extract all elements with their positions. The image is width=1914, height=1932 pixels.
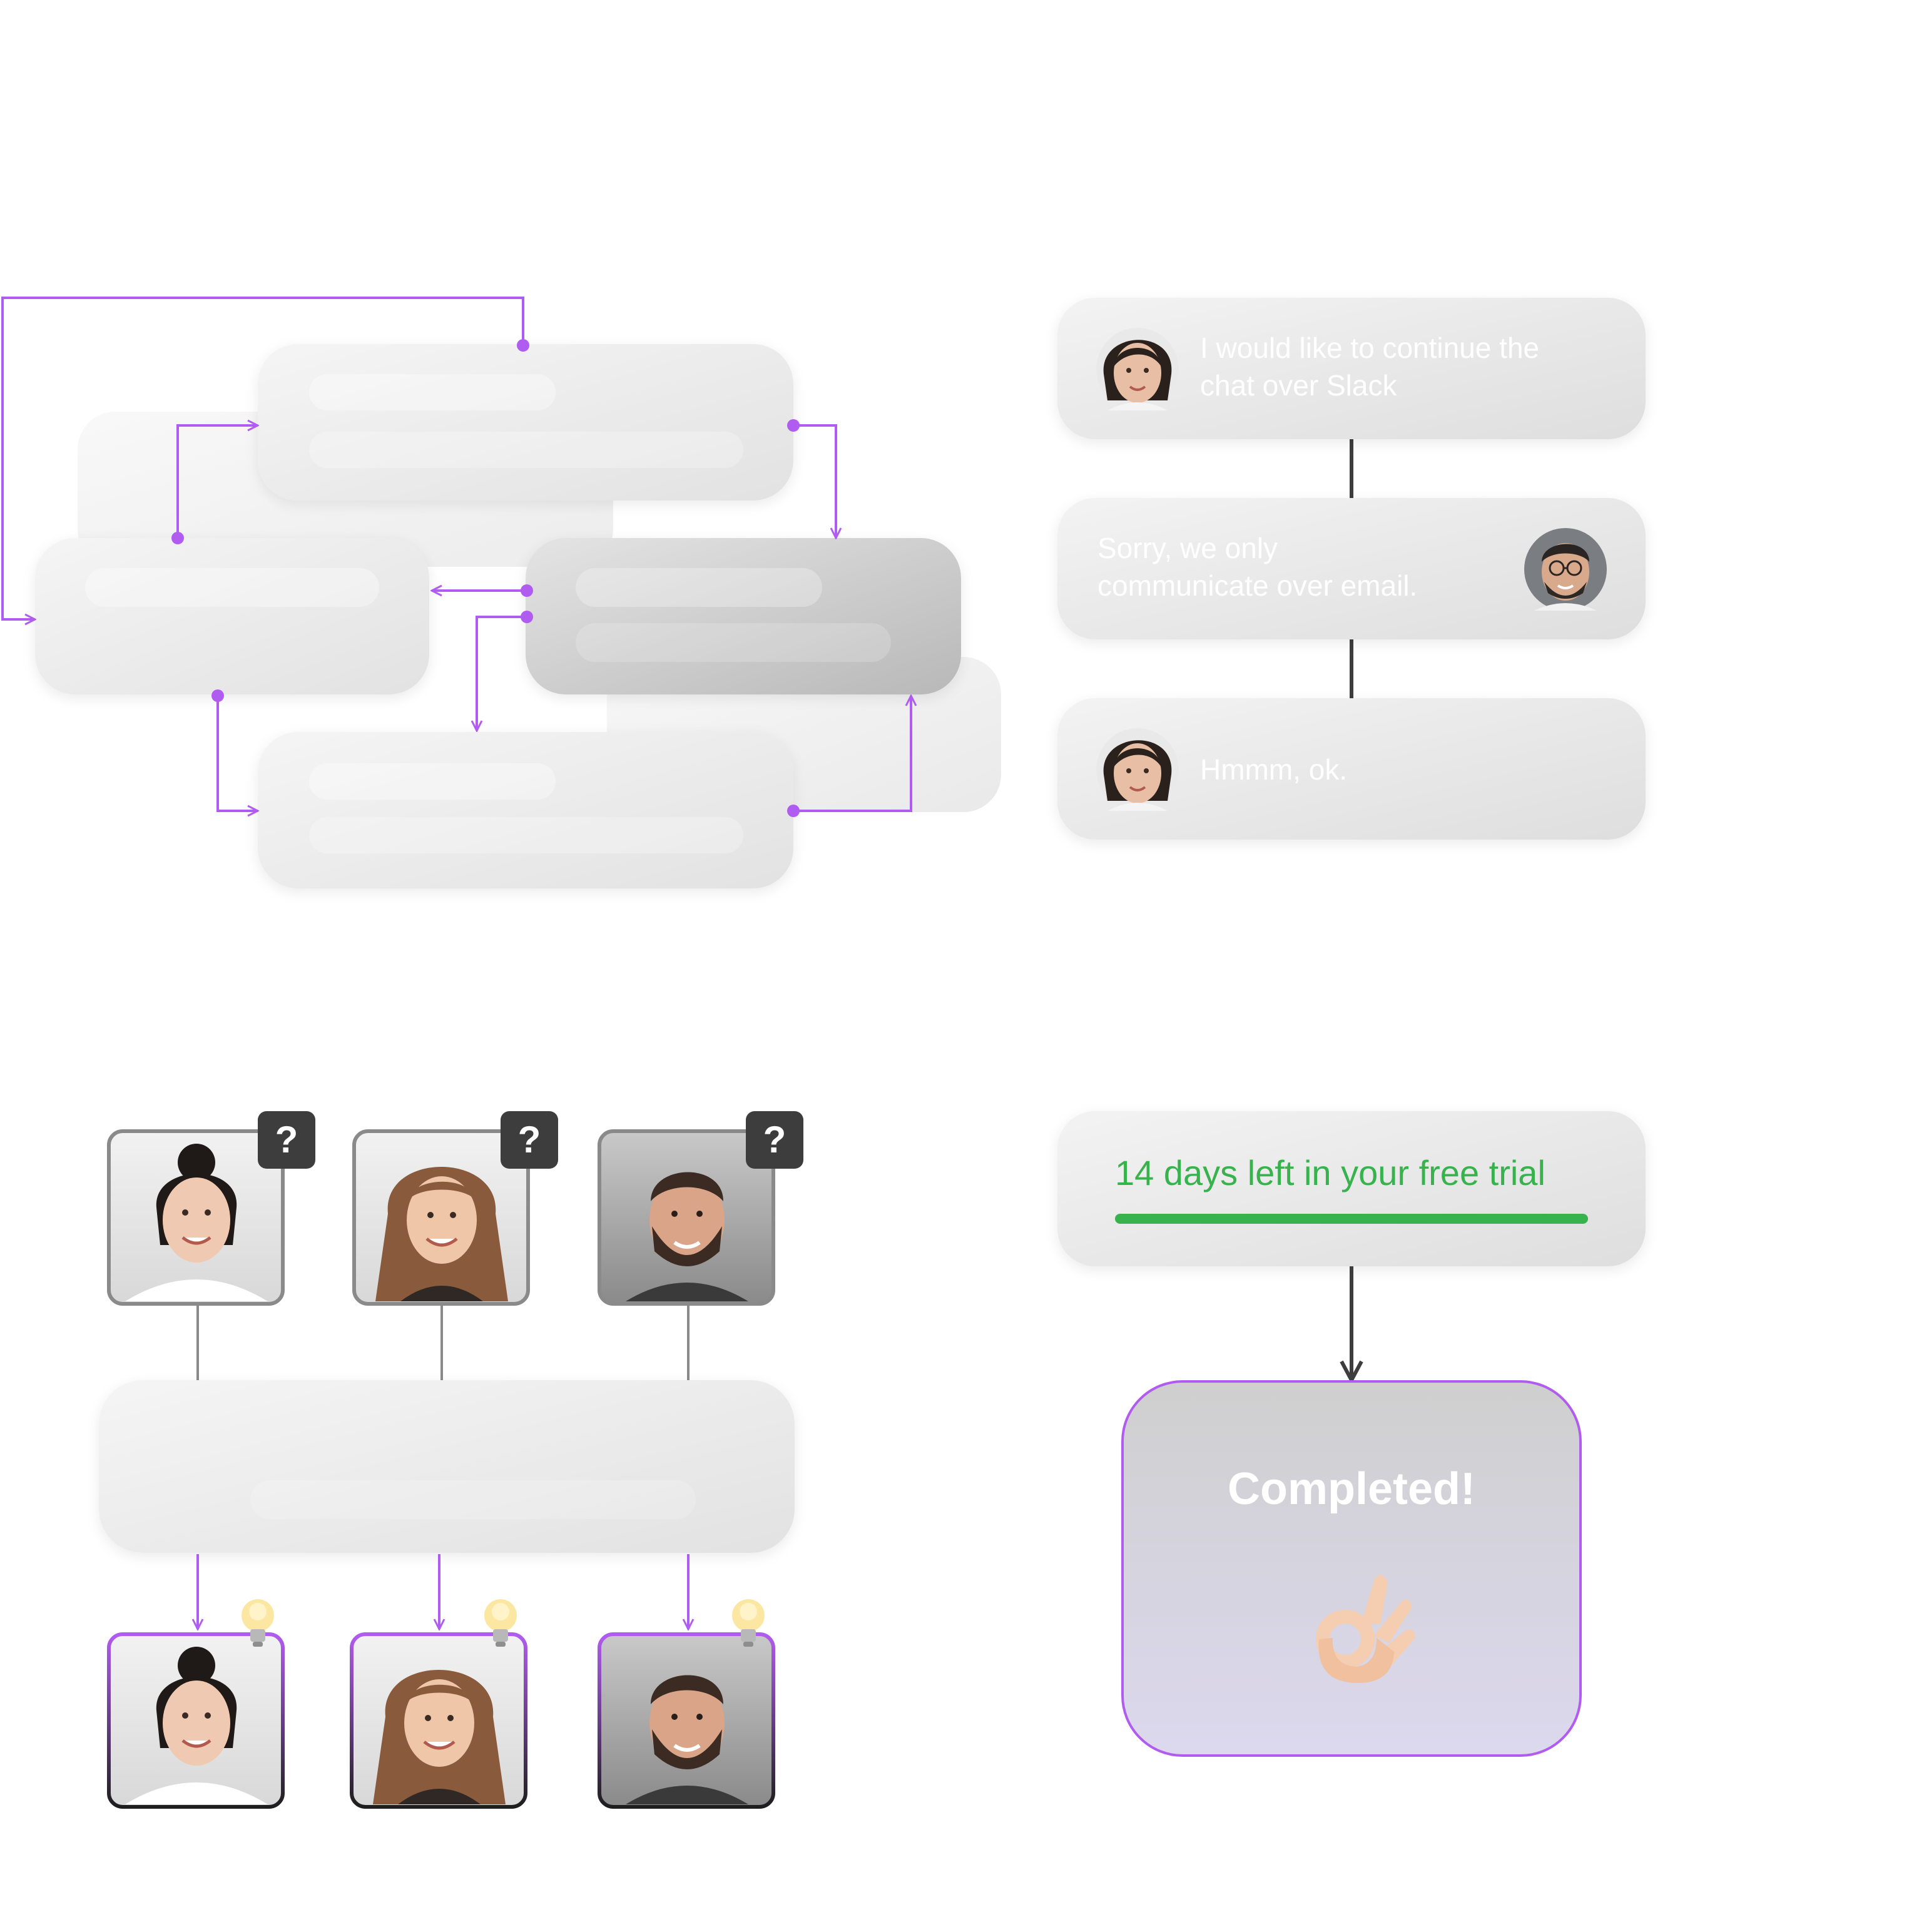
man-beard-portrait-icon <box>626 1172 748 1301</box>
placeholder-line <box>309 817 743 853</box>
question-badge-label: ? <box>763 1119 786 1161</box>
chat-message: Hmmm, ok. <box>1057 698 1646 840</box>
woman-long-hair-portrait-icon <box>375 1167 508 1301</box>
person-card-resolved <box>350 1599 527 1809</box>
woman-bun-portrait-icon <box>125 1647 268 1804</box>
connector-dot <box>211 689 224 702</box>
lightbulb-icon <box>484 1599 517 1647</box>
connector-dot <box>521 584 533 597</box>
chat-message-text: Sorry, we only <box>1097 532 1278 564</box>
man-glasses-avatar-icon <box>1524 528 1607 611</box>
chat-bubble <box>1057 498 1646 639</box>
chat-message-text: chat over Slack <box>1200 369 1397 402</box>
ok-hand-icon <box>1316 1575 1415 1683</box>
connector-line <box>793 424 836 538</box>
woman-bun-portrait-icon <box>125 1144 268 1301</box>
chat-message: Sorry, we only communicate over email. <box>1057 498 1646 639</box>
woman-avatar-icon <box>1096 728 1179 811</box>
person-card: ? <box>598 1111 803 1306</box>
question-badge <box>258 1111 315 1169</box>
connector-line <box>793 696 911 812</box>
connector-dot <box>787 805 800 817</box>
woman-long-hair-portrait-icon <box>373 1670 506 1804</box>
workflow-card <box>258 732 793 888</box>
chat-message-text: communicate over email. <box>1097 569 1417 602</box>
people-diagram: ? ? <box>99 1111 803 1809</box>
connector-dot <box>517 339 529 352</box>
trial-progress-fill <box>1115 1214 1588 1224</box>
connector-dot <box>521 611 533 623</box>
placeholder-line <box>576 568 822 607</box>
trial-flow: 14 days left in your free trial Complete… <box>1057 1111 1646 1757</box>
completed-label: Completed! <box>1228 1464 1475 1514</box>
placeholder-line <box>85 568 379 607</box>
trial-label: 14 days left in your free trial <box>1115 1153 1545 1192</box>
placeholder-line <box>250 1480 696 1519</box>
placeholder-line <box>309 432 743 468</box>
connector-dot <box>171 532 184 544</box>
connector-line <box>216 696 258 811</box>
question-badge-label: ? <box>275 1119 298 1161</box>
connector-line <box>1 297 524 619</box>
chat-thread: I would like to continue the chat over S… <box>1057 298 1646 840</box>
center-card <box>99 1380 795 1553</box>
chat-message-text: I would like to continue the <box>1200 332 1539 364</box>
connector-line <box>176 425 258 538</box>
workflow-diagram <box>1 297 1001 888</box>
man-beard-portrait-icon <box>626 1675 748 1804</box>
lightbulb-icon <box>242 1599 274 1647</box>
person-card: ? <box>352 1111 558 1306</box>
workflow-card <box>35 538 429 694</box>
placeholder-line <box>576 623 891 662</box>
person-card-resolved <box>598 1599 775 1809</box>
person-card-resolved <box>107 1599 285 1809</box>
lightbulb-icon <box>732 1599 765 1647</box>
chat-bubble <box>1057 698 1646 840</box>
woman-avatar-icon <box>1096 328 1179 410</box>
connector-dot <box>787 419 800 432</box>
placeholder-line <box>309 374 556 410</box>
chat-message-text: Hmmm, ok. <box>1200 753 1347 786</box>
trial-card <box>1057 1111 1646 1266</box>
chat-bubble <box>1057 298 1646 439</box>
question-badge-label: ? <box>518 1119 541 1161</box>
connector-line <box>477 616 526 731</box>
completed-card <box>1121 1380 1582 1757</box>
chat-message: I would like to continue the chat over S… <box>1057 298 1646 439</box>
question-badge <box>746 1111 803 1169</box>
workflow-card-active <box>526 538 961 694</box>
person-card: ? <box>107 1111 315 1306</box>
question-badge <box>501 1111 558 1169</box>
workflow-card <box>258 344 793 501</box>
placeholder-line <box>309 763 556 800</box>
